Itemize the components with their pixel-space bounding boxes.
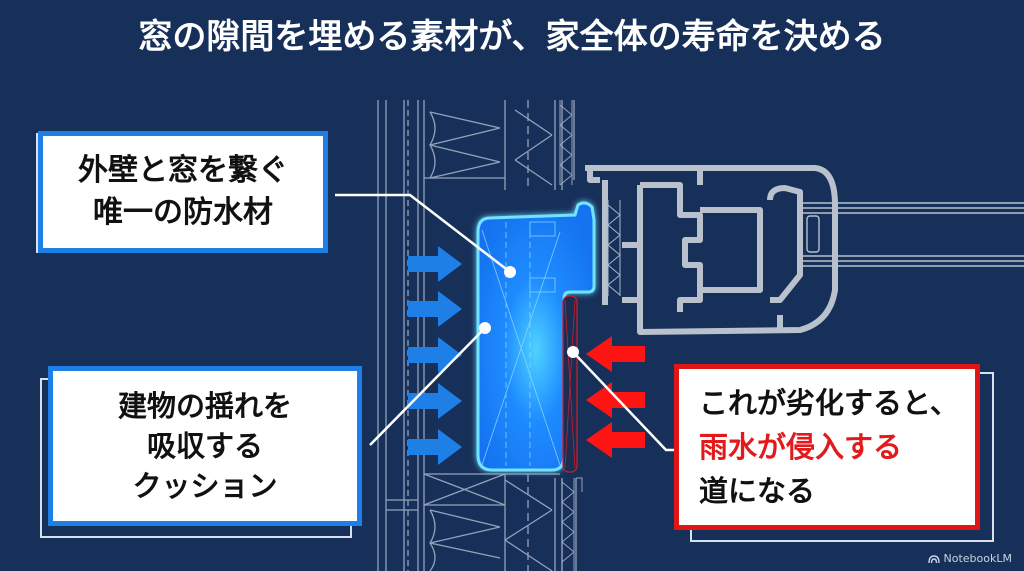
- water-arrows-red: [586, 336, 645, 458]
- sealant-inner-lines: [481, 221, 561, 466]
- callout-waterproof-line-2: 唯一の防水材: [93, 195, 273, 230]
- arrow-right-icon: [408, 246, 462, 282]
- watermark-label: NotebookLM: [943, 552, 1012, 565]
- pressure-arrows-blue: [408, 246, 462, 465]
- lattice-strip-upper: [559, 100, 573, 186]
- notebooklm-watermark: NotebookLM: [927, 552, 1012, 565]
- leader-dots: [479, 266, 579, 358]
- arrow-left-icon: [586, 336, 645, 372]
- slide-title: 窓の隙間を埋める素材が、家全体の寿命を決める: [138, 17, 886, 57]
- arrow-left-icon: [586, 382, 645, 418]
- lattice-strip-lower: [561, 477, 583, 571]
- frame-lattice: [607, 200, 621, 296]
- arrow-right-icon: [408, 429, 462, 465]
- callout-waterproof: 外壁と窓を繋ぐ 唯一の防水材: [38, 131, 328, 253]
- callout-water-line-2-highlight: 雨水が侵入する: [699, 430, 903, 464]
- arrow-right-icon: [408, 383, 462, 419]
- arrow-right-icon: [408, 337, 462, 373]
- callout-cushion: 建物の揺れを 吸収する クッション: [48, 366, 362, 526]
- callout-cushion-line-1: 建物の揺れを: [117, 389, 292, 423]
- notebooklm-logo-icon: [927, 554, 940, 563]
- callout-water-intrusion: これが劣化すると、 雨水が侵入する 道になる: [674, 364, 980, 530]
- glass-pane: [800, 202, 1024, 267]
- callout-cushion-line-2: 吸収する: [146, 429, 263, 463]
- callout-cushion-line-3: クッション: [132, 469, 278, 503]
- callout-water-line-1: これが劣化すると、: [699, 386, 959, 420]
- arrow-left-icon: [586, 422, 645, 458]
- callout-water-line-3: 道になる: [699, 474, 816, 508]
- callout-waterproof-line-1: 外壁と窓を繋ぐ: [78, 153, 288, 188]
- arrow-right-icon: [408, 291, 462, 327]
- window-frame-profile: [585, 165, 838, 335]
